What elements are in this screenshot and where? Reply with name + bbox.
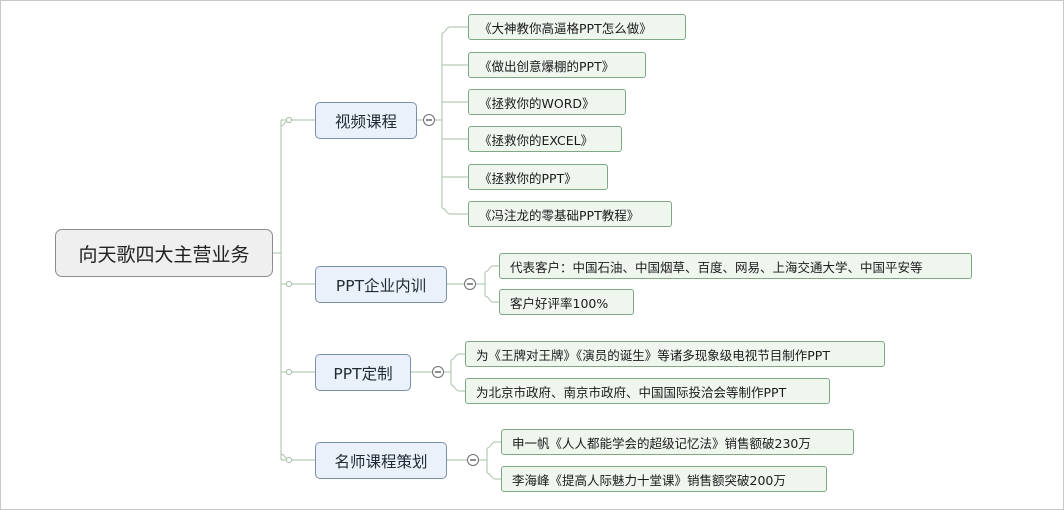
leaf-node[interactable]: 《拯救你的WORD》: [468, 89, 626, 115]
connector-curve: [484, 295, 494, 303]
small-circle-icon: [285, 368, 293, 376]
leaf-node[interactable]: 《大神教你高逼格PPT怎么做》: [468, 14, 686, 40]
small-circle-icon: [285, 116, 293, 124]
connector-curve: [450, 353, 460, 361]
leaf-node[interactable]: 申一帆《人人都能学会的超级记忆法》销售额破230万: [501, 429, 854, 455]
connector-curve: [441, 207, 451, 215]
connector-curve: [486, 441, 496, 449]
branch-node-ppt-training[interactable]: PPT企业内训: [315, 266, 447, 303]
leaf-node[interactable]: 《冯注龙的零基础PPT教程》: [468, 201, 672, 227]
branch-node-course-planning[interactable]: 名师课程策划: [315, 442, 447, 479]
leaf-node[interactable]: 《拯救你的EXCEL》: [468, 126, 622, 152]
branch-node-ppt-custom[interactable]: PPT定制: [315, 354, 411, 391]
leaf-node[interactable]: 客户好评率100%: [499, 289, 634, 315]
leaf-node[interactable]: 李海峰《提高人际魅力十堂课》销售额突破200万: [501, 466, 827, 492]
connector-curve: [484, 265, 494, 273]
connector-curve: [486, 472, 496, 480]
leaf-node[interactable]: 《做出创意爆棚的PPT》: [468, 52, 646, 78]
leaf-node[interactable]: 为北京市政府、南京市政府、中国国际投洽会等制作PPT: [465, 378, 830, 404]
root-node[interactable]: 向天歌四大主营业务: [55, 229, 273, 277]
leaf-node[interactable]: 代表客户：中国石油、中国烟草、百度、网易、上海交通大学、中国平安等: [499, 253, 972, 279]
connector-curve: [441, 26, 451, 34]
small-circle-icon: [285, 280, 293, 288]
small-circle-icon: [285, 456, 293, 464]
leaf-node[interactable]: 为《王牌对王牌》《演员的诞生》等诸多现象级电视节目制作PPT: [465, 341, 885, 367]
branch-node-video-courses[interactable]: 视频课程: [315, 102, 417, 139]
connector-curve: [450, 384, 460, 392]
leaf-node[interactable]: 《拯救你的PPT》: [468, 164, 608, 190]
